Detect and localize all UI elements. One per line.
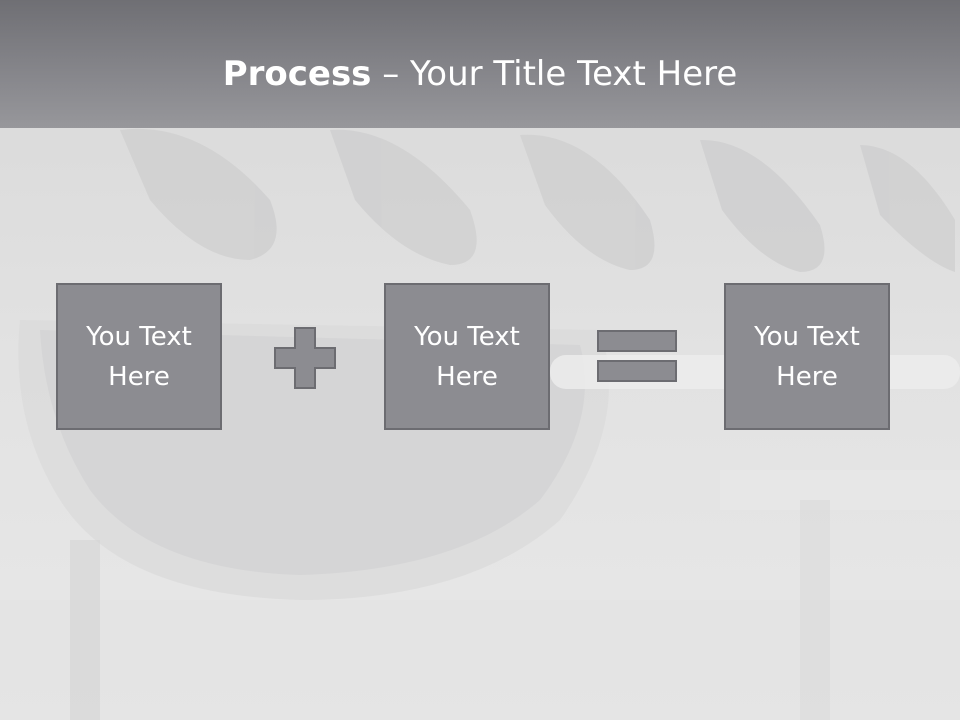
- slide-title[interactable]: Process – Your Title Text Here: [0, 52, 960, 96]
- process-box-3[interactable]: You Text Here: [724, 283, 890, 430]
- process-box-text: You Text Here: [86, 321, 192, 392]
- title-rest: – Your Title Text Here: [371, 54, 738, 94]
- process-box-1[interactable]: You Text Here: [56, 283, 222, 430]
- title-bold: Process: [222, 54, 372, 94]
- equals-icon: [597, 330, 677, 382]
- plus-icon: [274, 327, 336, 389]
- process-box-text: You Text Here: [754, 321, 860, 392]
- process-box-2[interactable]: You Text Here: [384, 283, 550, 430]
- title-bar: [0, 0, 960, 128]
- process-box-text: You Text Here: [414, 321, 520, 392]
